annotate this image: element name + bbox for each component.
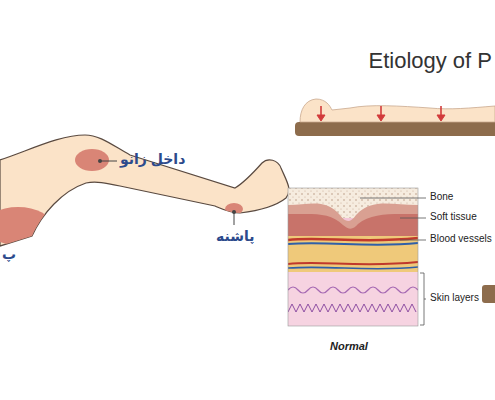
- body-part-label: پ: [2, 246, 16, 262]
- part-label: Bone: [430, 191, 453, 203]
- part-label: Blood vessels: [430, 233, 492, 245]
- tissue-section: [288, 188, 418, 326]
- caption-label: Normal: [330, 340, 368, 353]
- pressure-spot: [75, 149, 109, 171]
- leg-figure: [0, 135, 289, 246]
- mattress-fragment: [482, 285, 495, 303]
- pressure-arrow: [317, 106, 445, 121]
- body-part-label: داخل زانو: [120, 151, 185, 167]
- body-part-label: پاشنه: [216, 228, 255, 244]
- part-label: Soft tissue: [430, 211, 477, 223]
- leader-line: [100, 161, 117, 162]
- title: Etiology of P: [368, 48, 492, 73]
- leader-line: [360, 198, 426, 325]
- lying-body: [295, 99, 495, 136]
- part-label: Skin layers: [430, 292, 479, 304]
- pressure-spot: [0, 207, 52, 245]
- pressure-spot: [225, 203, 243, 215]
- mattress: [295, 122, 495, 136]
